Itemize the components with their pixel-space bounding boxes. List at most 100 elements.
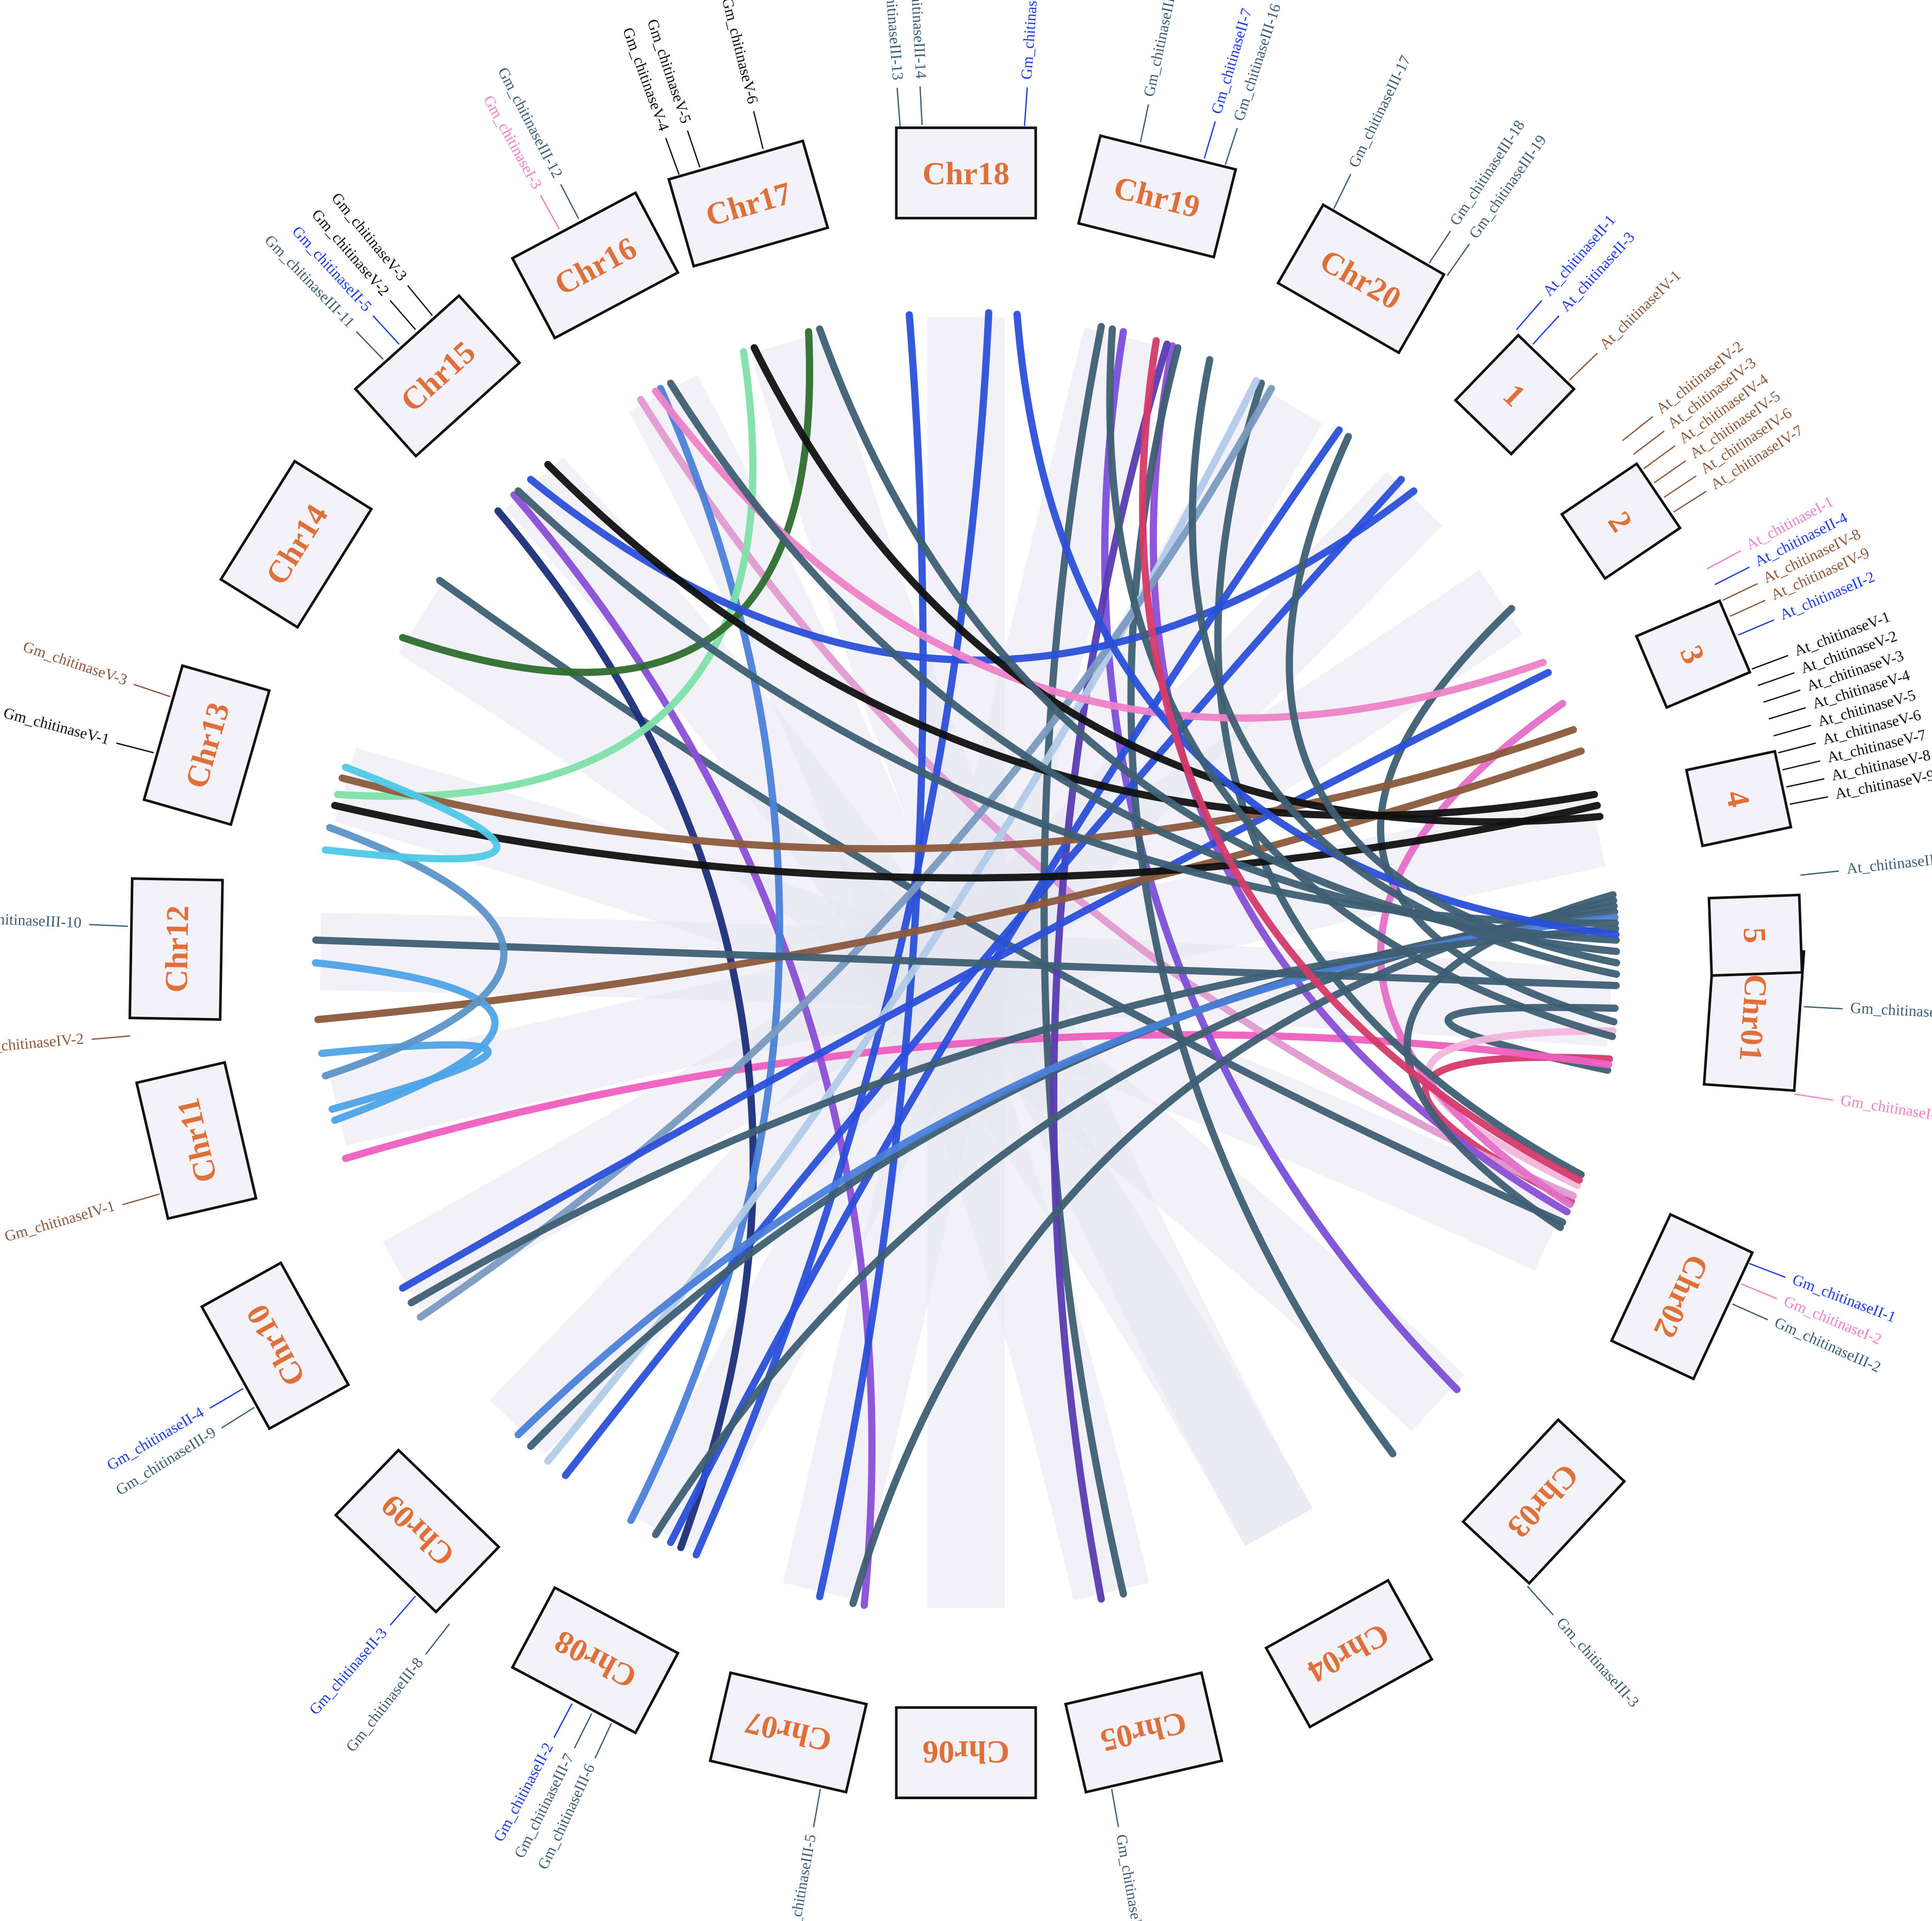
chromosome-chr19: Chr19 [1076, 134, 1238, 259]
chromosome-box [667, 139, 830, 268]
gene-tick [116, 742, 154, 754]
chromosome-at4: 4 [1685, 750, 1793, 848]
chromosome-chr09: Chr09 [334, 1448, 501, 1614]
chromosome-at3: 3 [1635, 599, 1752, 709]
gene-tick [1786, 778, 1825, 788]
chromosome-label: Chr12 [159, 905, 196, 993]
gene-label: Gm_chitinaseV-1 [2, 704, 111, 748]
gene-label: Gm_chitinaseIII-4 [1113, 1833, 1149, 1921]
chromosome-chr03: Chr03 [1461, 1418, 1626, 1585]
chromosome-chr08: Chr08 [511, 1585, 680, 1735]
gene-tick [1763, 689, 1801, 703]
collinearity-link [322, 764, 501, 863]
gene-tick [1333, 173, 1352, 210]
gene-tick [1654, 460, 1686, 484]
chromosome-chr05: Chr05 [1064, 1671, 1224, 1794]
gene-label: Gm_chitinaseIII-10 [0, 909, 82, 931]
collinearity-link [338, 726, 1577, 853]
chromosome-chr04: Chr04 [1264, 1578, 1434, 1729]
chromosome-box [334, 1448, 501, 1614]
gene-label: Gm_chitinaseIV-1 [3, 1197, 117, 1245]
gene-label: Gm_chitinaseIII-14 [906, 0, 929, 79]
gene-label: Gm_chitinaseIII-3 [1553, 1614, 1642, 1711]
gene-tick [1569, 353, 1598, 381]
chromosome-box [1453, 333, 1576, 456]
chromosome-at5: 5 [1707, 894, 1803, 977]
chromosome-chr10: Chr10 [200, 1261, 351, 1431]
chromosome-label: Chr06 [923, 1734, 1010, 1769]
collinearity-link [510, 491, 876, 1609]
gene-tick [89, 924, 128, 927]
chromosome-chr02: Chr02 [1609, 1212, 1754, 1381]
gene-label: Gm_chitinaseIV-2 [0, 1030, 85, 1057]
chromosome-chr11: Chr11 [135, 1060, 258, 1220]
chromosome-chr17: Chr17 [667, 139, 830, 268]
gene-tick [1643, 445, 1676, 469]
collinearity-link [667, 426, 1343, 1546]
collinearity-link [1149, 342, 1571, 1216]
gene-tick [389, 1595, 416, 1626]
gene-tick [1532, 315, 1560, 345]
chromosome-box [1635, 599, 1752, 709]
chromosome-label: Chr01 [1732, 973, 1773, 1062]
collinearity-link [312, 959, 499, 1124]
gene-label: Gm_chitinaseIII-15 [1141, 0, 1182, 98]
gene-tick [209, 1388, 244, 1409]
chromosome-box [128, 877, 224, 1021]
chromosome-chr01: Chr01 [1702, 944, 1806, 1092]
chromosome-box [1609, 1212, 1754, 1381]
gene-label: Gm_chitinaseIII-17 [1345, 53, 1414, 170]
collinearity-link [399, 328, 813, 676]
gene-tick [1428, 230, 1451, 264]
gene-tick [560, 184, 579, 219]
gene-tick [1740, 1283, 1778, 1299]
chromosome-box [895, 126, 1037, 219]
chromosome-box [511, 1585, 680, 1735]
gene-tick [372, 315, 400, 345]
collinearity-link [334, 347, 757, 800]
chromosome-chr07: Chr07 [708, 1671, 868, 1794]
collinearity-link [544, 377, 1260, 1465]
gene-tick [1673, 490, 1707, 513]
gene-tick [1803, 1006, 1843, 1010]
gene-tick [1782, 760, 1820, 771]
gene-tick [133, 684, 171, 697]
gene-tick [687, 130, 701, 168]
gene-label: Gm_chitinaseI-1 [1840, 1091, 1932, 1124]
gene-tick [1139, 104, 1149, 142]
chromosome-box [1707, 894, 1803, 977]
collinearity-link [436, 577, 1566, 1226]
gene-label: Gm_chitinaseV-6 [719, 0, 762, 105]
chromosome-box [1461, 1418, 1626, 1585]
chromosome-box [353, 294, 521, 458]
gene-tick [1794, 1093, 1833, 1101]
gene-label: Gm_chitinaseIII-5 [783, 1833, 819, 1921]
gene-label: At_chitinaseIV-1 [1596, 267, 1684, 353]
collinearity-link [312, 936, 1620, 989]
gene-tick [1778, 742, 1816, 754]
collinearity-link [1040, 323, 1127, 1598]
gene-tick [1622, 416, 1654, 441]
chromosome-label: 5 [1737, 927, 1772, 944]
collinearity-links [312, 309, 1620, 1609]
collinearity-link [544, 461, 1598, 819]
gene-tick [91, 1035, 131, 1040]
gene-label: Gm_chitinaseIII-13 [880, 0, 906, 81]
chromosome-chr18: Chr18 [895, 126, 1037, 219]
gene-tick [1516, 300, 1543, 330]
collinearity-link [1013, 310, 1620, 939]
gene-tick [1224, 128, 1238, 165]
chromosome-box [1076, 134, 1238, 259]
collinearity-link [399, 669, 1552, 1292]
chromosome-chr15: Chr15 [353, 294, 521, 458]
gene-label: Gm_chitinaseII-6 [1018, 0, 1043, 80]
collinearity-link [407, 925, 1620, 1307]
gene-tick [1706, 550, 1741, 570]
chromosome-chr14: Chr14 [219, 459, 373, 629]
gene-tick [919, 86, 923, 125]
gene-tick [1024, 87, 1028, 126]
gene-tick [753, 111, 764, 149]
gene-tick [1722, 583, 1758, 601]
collinearity-link [750, 344, 1604, 825]
